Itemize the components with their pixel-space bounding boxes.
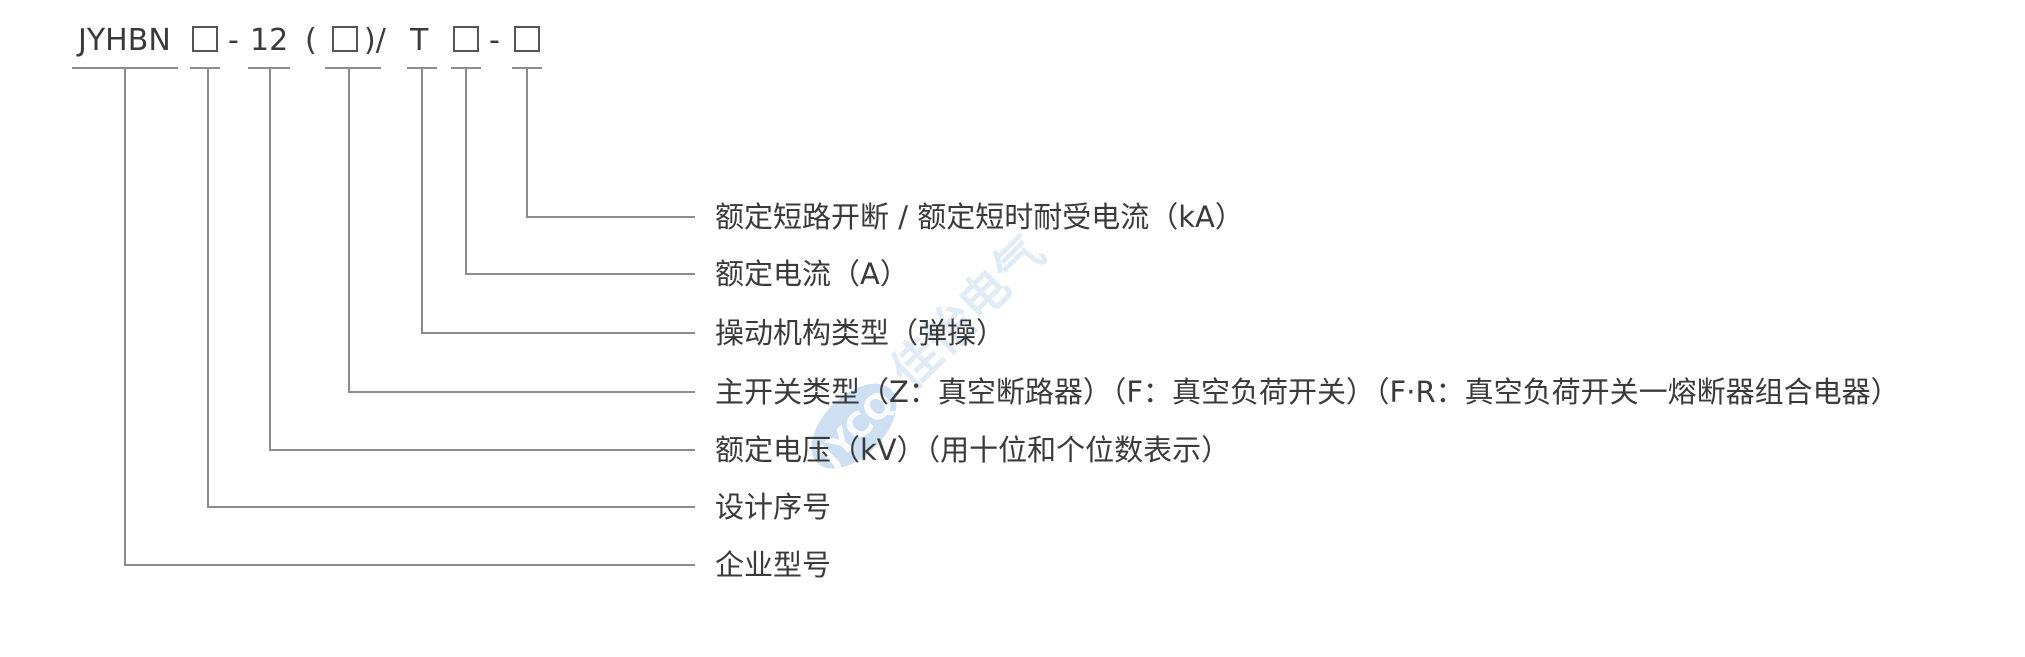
code-box-rated-current xyxy=(453,26,479,52)
watermark-logo-icon xyxy=(811,383,897,469)
descriptions: 额定短路开断 / 额定短时耐受电流（kA） 额定电流（A） 操动机构类型（弹操）… xyxy=(715,200,1900,582)
desc-rated-voltage: 额定电压（kV）（用十位和个位数表示） xyxy=(715,433,1230,467)
leader-voltage xyxy=(269,68,695,451)
desc-short-circuit-current: 额定短路开断 / 额定短时耐受电流（kA） xyxy=(715,200,1244,234)
model-code: JYHBN - 12 ( )/ T - xyxy=(76,23,540,58)
code-close-paren-slash: )/ xyxy=(364,23,387,58)
leader-rated-current xyxy=(465,68,695,275)
desc-rated-current: 额定电流（A） xyxy=(715,257,909,291)
watermark-text: 佳怡电气 xyxy=(880,225,1055,400)
code-open-paren: ( xyxy=(305,23,317,58)
leader-mechanism xyxy=(421,68,695,334)
leader-lines xyxy=(124,68,695,566)
desc-mechanism-type: 操动机构类型（弹操） xyxy=(715,316,1005,350)
desc-switch-type: 主开关类型（Z：真空断路器）（F：真空负荷开关）（F·R：真空负荷开关一熔断器组… xyxy=(715,375,1900,409)
code-box-design-serial xyxy=(192,26,218,52)
code-box-short-circuit xyxy=(514,26,540,52)
desc-design-serial: 设计序号 xyxy=(715,490,831,524)
code-voltage: 12 xyxy=(250,23,288,58)
code-prefix: JYHBN xyxy=(76,23,171,58)
code-dash-2: - xyxy=(489,23,500,58)
desc-enterprise-model: 企业型号 xyxy=(715,548,831,582)
code-box-switch-type xyxy=(332,26,358,52)
leader-enterprise-model xyxy=(124,68,695,566)
leader-switch-type xyxy=(348,68,695,393)
code-dash-1: - xyxy=(228,23,239,58)
code-letter-t: T xyxy=(409,23,429,58)
leader-design-serial xyxy=(207,68,695,508)
leader-short-circuit xyxy=(526,68,695,218)
